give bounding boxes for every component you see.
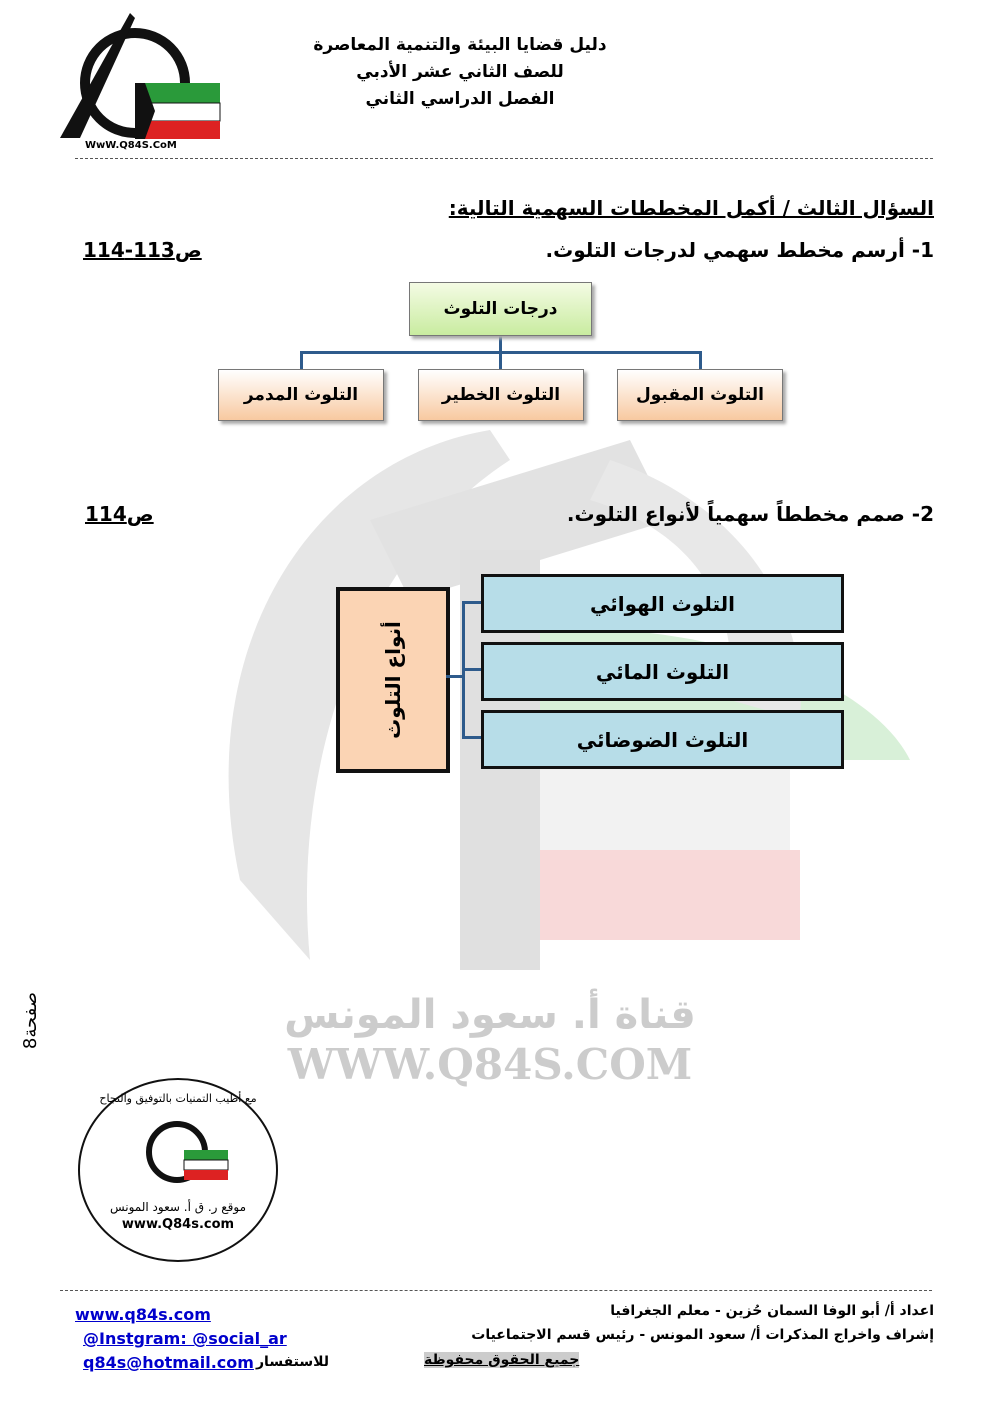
connector bbox=[699, 351, 702, 369]
connector bbox=[462, 668, 482, 671]
email-link[interactable]: q84s@hotmail.com bbox=[83, 1353, 254, 1372]
connector bbox=[300, 351, 702, 354]
diagram2-child: التلوث الضوضائي bbox=[481, 710, 844, 769]
instagram-link[interactable]: @Instgram: @social_ar bbox=[83, 1329, 287, 1348]
q1-text: 1- أرسم مخطط سهمي لدرجات التلوث. bbox=[545, 238, 935, 262]
stamp-logo-icon bbox=[146, 1121, 229, 1183]
logo-url: WwW.Q84S.CoM bbox=[85, 140, 177, 151]
stamp-url: www.Q84s.com bbox=[121, 1217, 235, 1232]
stamp: مع أطيب التمنيات بالتوفيق والنجاح موقع ر… bbox=[78, 1078, 278, 1262]
connector bbox=[300, 351, 303, 369]
document-header: دليل قضايا البيئة والتنمية المعاصرة للصف… bbox=[300, 32, 620, 113]
header-line: للصف الثاني عشر الأدبي bbox=[356, 62, 564, 82]
diagram1-root: درجات التلوث bbox=[409, 282, 592, 336]
footer-rights: جميع الحقوق محفوظة bbox=[424, 1352, 580, 1368]
connector bbox=[446, 675, 464, 678]
website-link[interactable]: www.q84s.com bbox=[75, 1305, 211, 1324]
diagram1-child: التلوث المدمر bbox=[218, 369, 384, 421]
footer-prepared-by: اعداد أ/ أبو الوفا السمان حُزين - معلم ا… bbox=[610, 1303, 934, 1319]
header-divider bbox=[75, 158, 933, 159]
inquiry-label: للاستفسار bbox=[256, 1354, 330, 1370]
site-logo-icon bbox=[60, 13, 221, 139]
diagram2-root: أنواع التلوث bbox=[336, 587, 450, 773]
diagram1-child: التلوث المقبول bbox=[617, 369, 783, 421]
stamp-site: موقع ر. ق أ. سعود المونس bbox=[109, 1200, 247, 1214]
question-title: السؤال الثالث / أكمل المخططات السهمية ال… bbox=[448, 196, 934, 220]
stamp-ring-text: مع أطيب التمنيات بالتوفيق والنجاح bbox=[99, 1092, 257, 1105]
header-line: دليل قضايا البيئة والتنمية المعاصرة bbox=[313, 35, 607, 55]
page-number: صفحة8 bbox=[20, 991, 42, 1050]
watermark-text: قناة أ. سعود المونس bbox=[284, 992, 696, 1038]
connector bbox=[462, 601, 482, 604]
q2-text: 2- صمم مخططاً سهمياً لأنواع التلوث. bbox=[566, 502, 934, 526]
q2-page-ref: ص114 bbox=[85, 502, 154, 526]
connector bbox=[462, 736, 482, 739]
diagram2-child: التلوث المائي bbox=[481, 642, 844, 701]
q1-page-ref: ص113-114 bbox=[83, 238, 202, 262]
footer-supervised-by: إشراف واخراج المذكرات أ/ سعود المونس - ر… bbox=[471, 1327, 934, 1343]
diagram2-child: التلوث الهوائي bbox=[481, 574, 844, 633]
footer-divider bbox=[60, 1290, 932, 1291]
header-line: الفصل الدراسي الثاني bbox=[365, 89, 555, 109]
diagram1-child: التلوث الخطير bbox=[418, 369, 584, 421]
watermark-url: WWW.Q84S.COM bbox=[287, 1040, 693, 1089]
diagram2-root-label: أنواع التلوث bbox=[381, 621, 405, 739]
